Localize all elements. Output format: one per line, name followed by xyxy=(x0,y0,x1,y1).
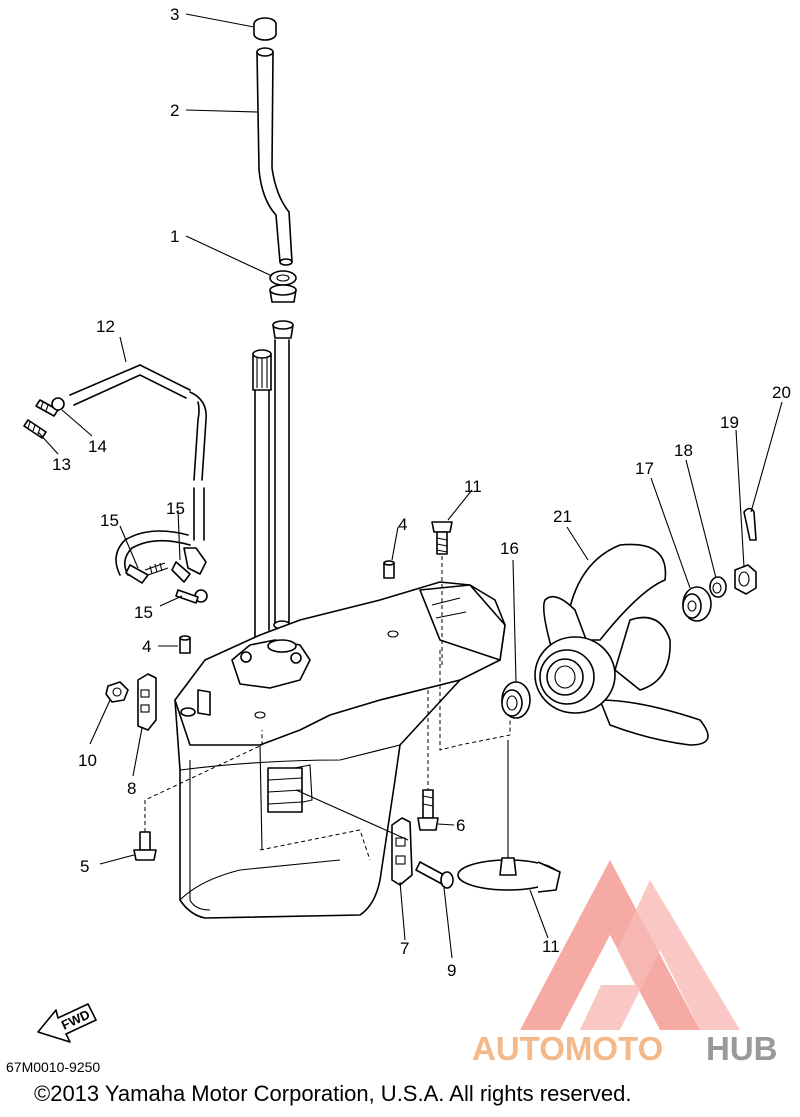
part-18-washer xyxy=(709,576,727,598)
label-19: 19 xyxy=(720,413,739,432)
part-number-labels: 3 2 1 12 14 13 15 15 15 4 4 11 10 8 5 6 … xyxy=(52,5,791,980)
part-7-trim-tab xyxy=(295,789,413,886)
part-2-water-tube xyxy=(256,47,293,266)
label-4a: 4 xyxy=(398,515,407,534)
label-13: 12 xyxy=(96,317,115,336)
drive-shaft xyxy=(252,339,291,641)
part-5-bolt xyxy=(133,730,263,861)
part-13-hose xyxy=(69,364,207,576)
part-4-dowel-pins xyxy=(179,560,395,654)
part-21-propeller xyxy=(534,543,709,746)
part-12-bolt xyxy=(431,521,453,665)
label-18: 18 xyxy=(674,441,693,460)
label-7: 7 xyxy=(400,939,409,958)
label-21: 21 xyxy=(553,507,572,526)
part-16-thrust-washer xyxy=(501,681,531,719)
part-10-nut xyxy=(105,681,129,703)
watermark-text-b: HUB xyxy=(706,1030,778,1067)
label-15c: 15 xyxy=(166,499,185,518)
label-4b: 4 xyxy=(142,637,151,656)
part-8-anode xyxy=(137,673,157,731)
part-19-nut xyxy=(734,564,757,595)
copyright-text: ©2013 Yamaha Motor Corporation, U.S.A. A… xyxy=(34,1081,631,1106)
label-16: 16 xyxy=(500,539,519,558)
label-12: 11 xyxy=(464,477,482,496)
label-15a: 14 xyxy=(88,437,107,456)
part-3-cap xyxy=(253,17,277,41)
label-20: 20 xyxy=(772,383,791,402)
part-15-clips xyxy=(51,397,208,604)
part-1-grommets xyxy=(269,270,297,339)
label-11: 11 xyxy=(542,937,560,956)
label-2: 2 xyxy=(170,101,179,120)
label-3: 3 xyxy=(170,5,179,24)
part-6-bolt xyxy=(417,690,439,831)
label-9: 9 xyxy=(447,961,456,980)
label-6: 6 xyxy=(456,816,465,835)
label-1: 1 xyxy=(170,227,179,246)
lower-casing xyxy=(174,581,506,919)
watermark-text: AUTOMOTO HUB xyxy=(472,1030,778,1067)
part-20-cotter-pin xyxy=(743,507,757,541)
label-8: 8 xyxy=(127,779,136,798)
label-10: 10 xyxy=(78,751,97,770)
leader-lines xyxy=(37,13,783,959)
part-9-bolt xyxy=(415,861,454,889)
part-11-anode-plate xyxy=(439,650,561,893)
diagram-code: 67M0010-9250 xyxy=(6,1059,100,1075)
label-14: 13 xyxy=(52,455,71,474)
fwd-arrow: FWD xyxy=(37,1003,97,1043)
part-17-spacer xyxy=(682,586,712,622)
label-15d: 15 xyxy=(134,603,153,622)
watermark-logo xyxy=(520,860,740,1030)
label-17: 17 xyxy=(635,459,654,478)
label-15b: 15 xyxy=(100,511,119,530)
label-5: 5 xyxy=(80,857,89,876)
watermark-text-a: AUTOMOTO xyxy=(472,1030,663,1067)
